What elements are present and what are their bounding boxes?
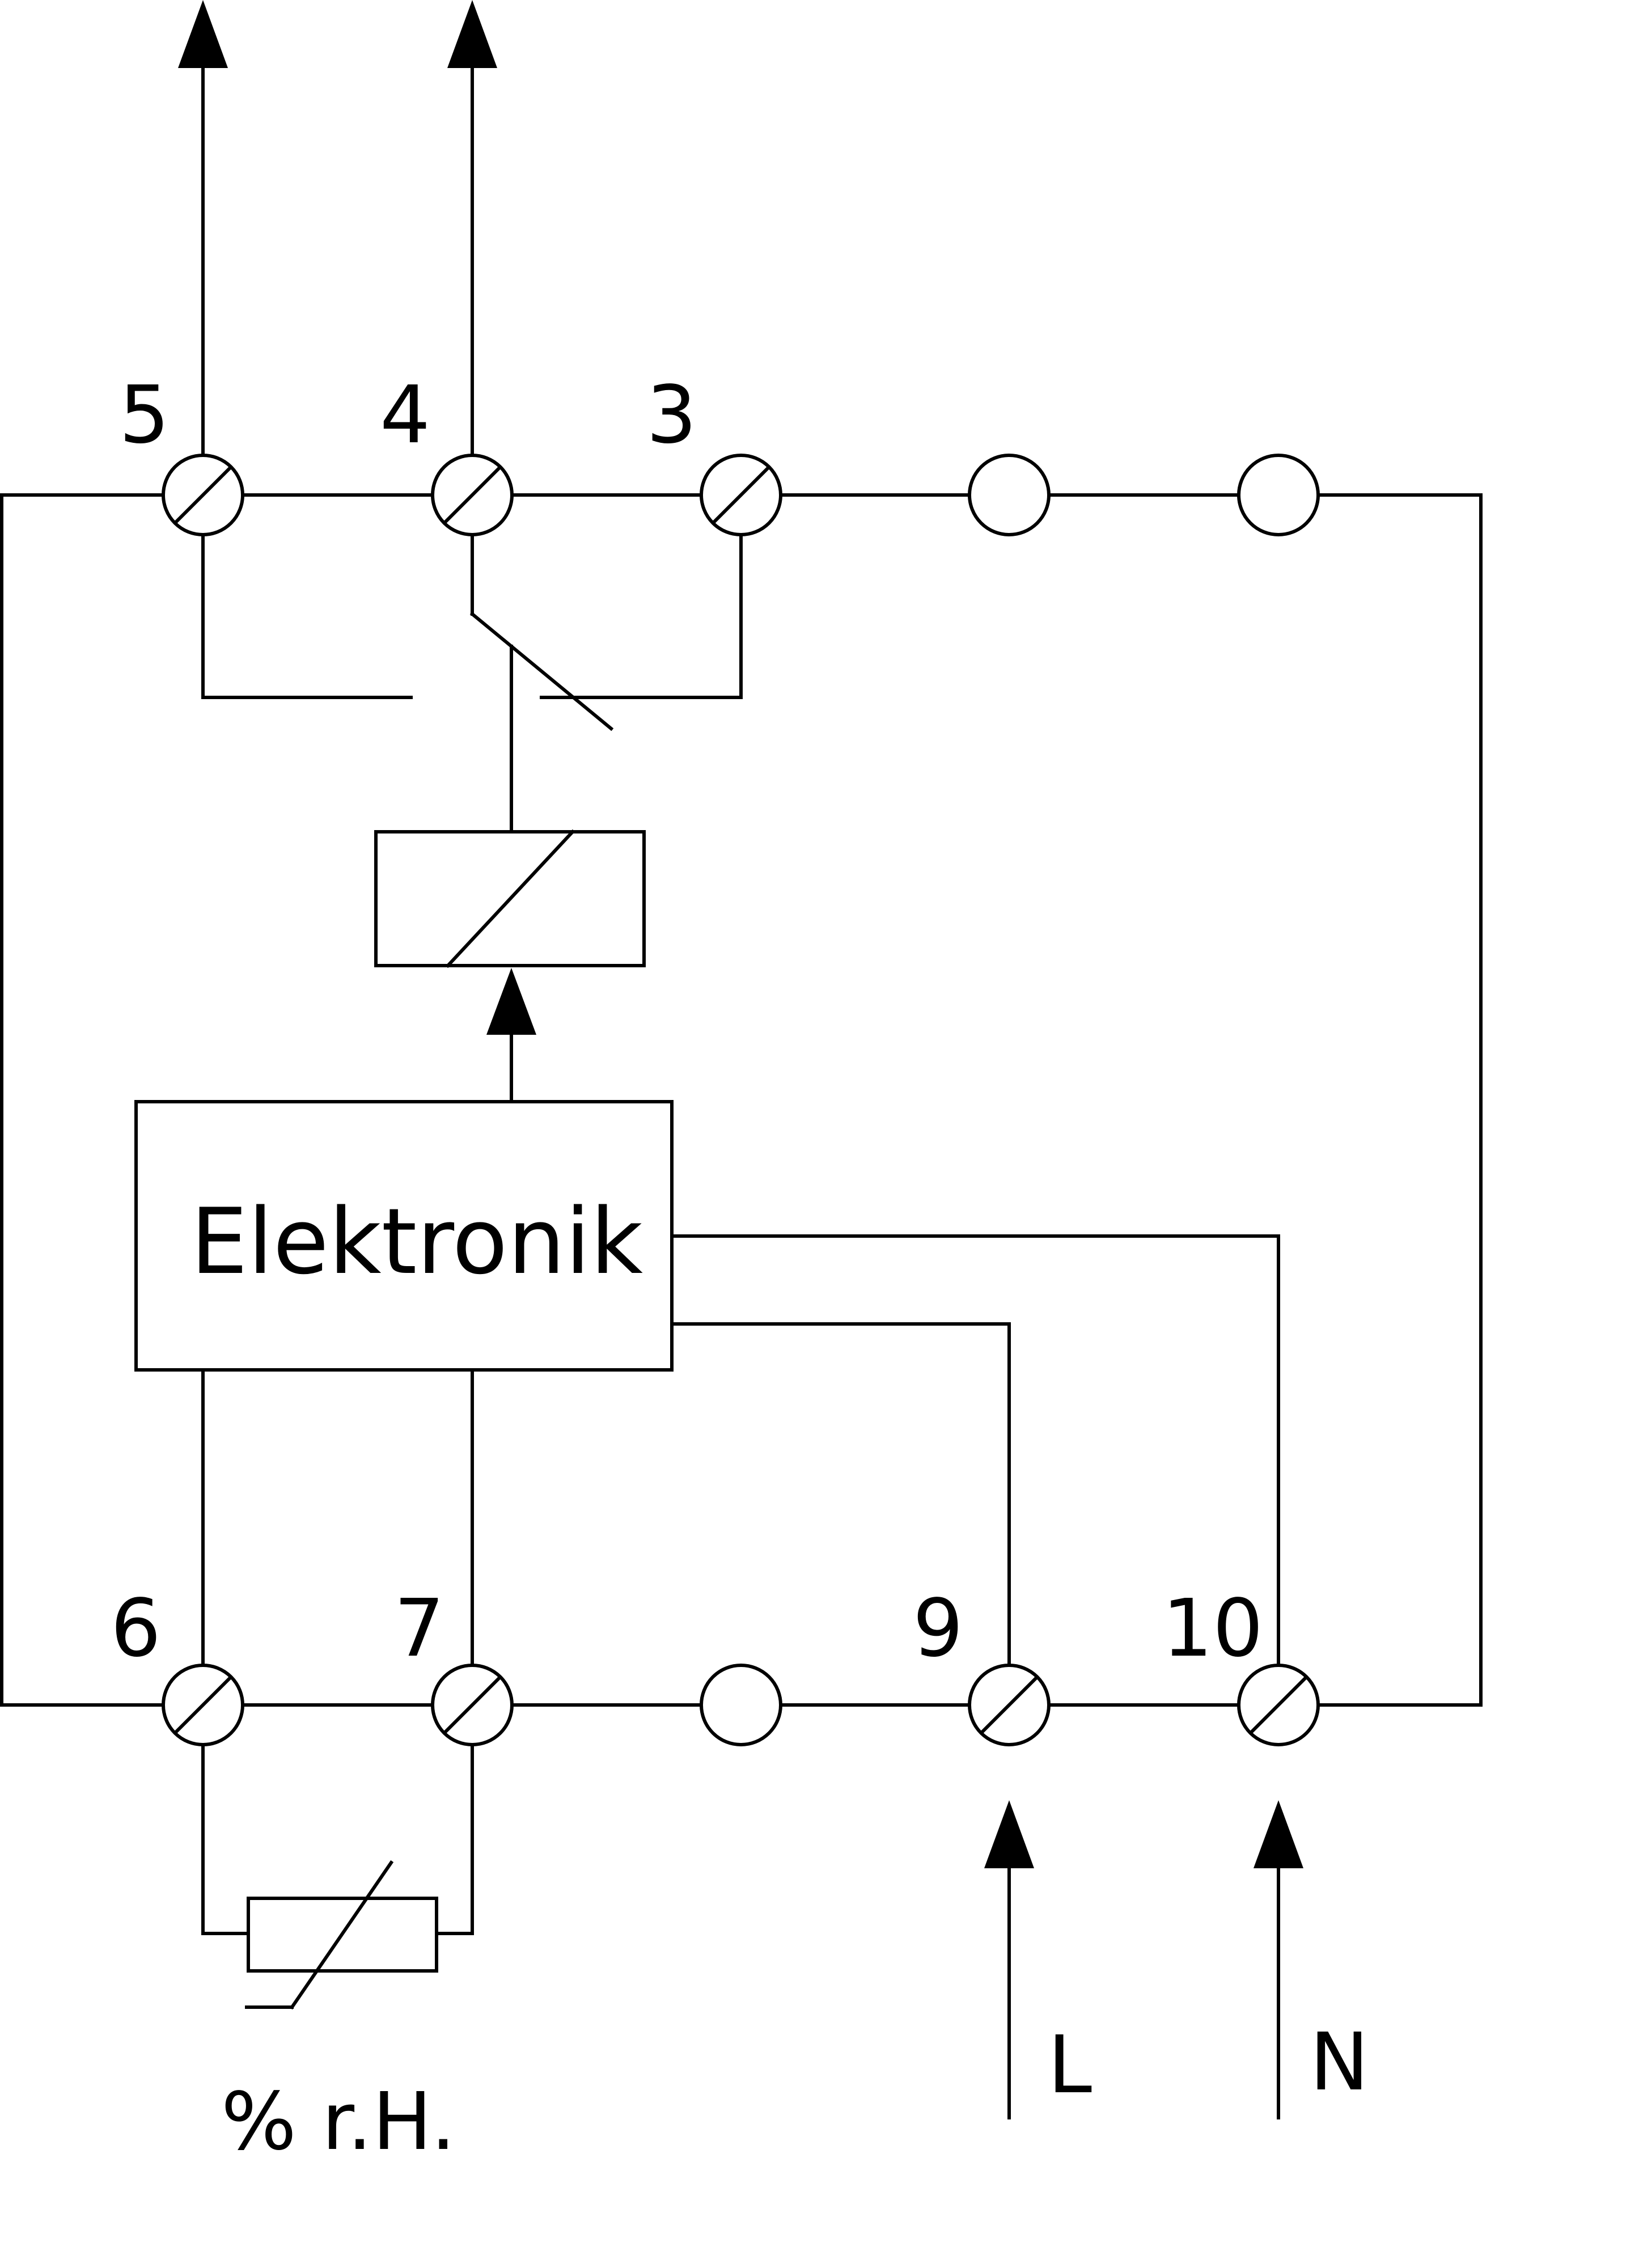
terminal-7: 7	[394, 1582, 514, 1746]
input-arrow-L: L	[984, 1800, 1092, 2119]
terminal-empty-bottom	[700, 1664, 782, 1746]
terminal-label-4: 4	[380, 369, 430, 462]
humidity-sensor: % r.H.	[221, 1860, 456, 2168]
terminal-6: 6	[111, 1582, 244, 1746]
terminal-label-9: 9	[913, 1582, 963, 1675]
terminal-10: 10	[1162, 1582, 1320, 1746]
terminal-label-3: 3	[646, 369, 697, 462]
sensor-wiring	[201, 1368, 474, 1935]
electronics-label: Elektronik	[190, 1188, 643, 1294]
output-arrow-5	[178, 0, 228, 461]
terminal-3: 3	[646, 369, 782, 536]
terminal-label-7: 7	[394, 1582, 444, 1675]
terminal-label-6: 6	[111, 1582, 161, 1675]
input-arrow-N: N	[1254, 1800, 1369, 2119]
relay-contact	[201, 531, 743, 833]
output-arrow-4	[447, 0, 497, 461]
supply-wiring	[670, 1234, 1280, 1669]
terminal-4: 4	[380, 369, 514, 536]
neutral-label: N	[1310, 2016, 1369, 2109]
terminal-empty-top-1	[968, 454, 1051, 536]
terminal-9: 9	[913, 1582, 1051, 1746]
terminal-5: 5	[119, 369, 244, 536]
terminal-label-5: 5	[119, 369, 170, 462]
sensor-label: % r.H.	[221, 2076, 456, 2168]
control-arrow	[486, 968, 536, 1103]
terminal-empty-top-2	[1237, 454, 1320, 536]
electronics-block: Elektronik	[134, 1100, 674, 1372]
relay-coil	[374, 829, 646, 968]
line-label: L	[1048, 2019, 1092, 2112]
terminal-label-10: 10	[1162, 1582, 1263, 1675]
